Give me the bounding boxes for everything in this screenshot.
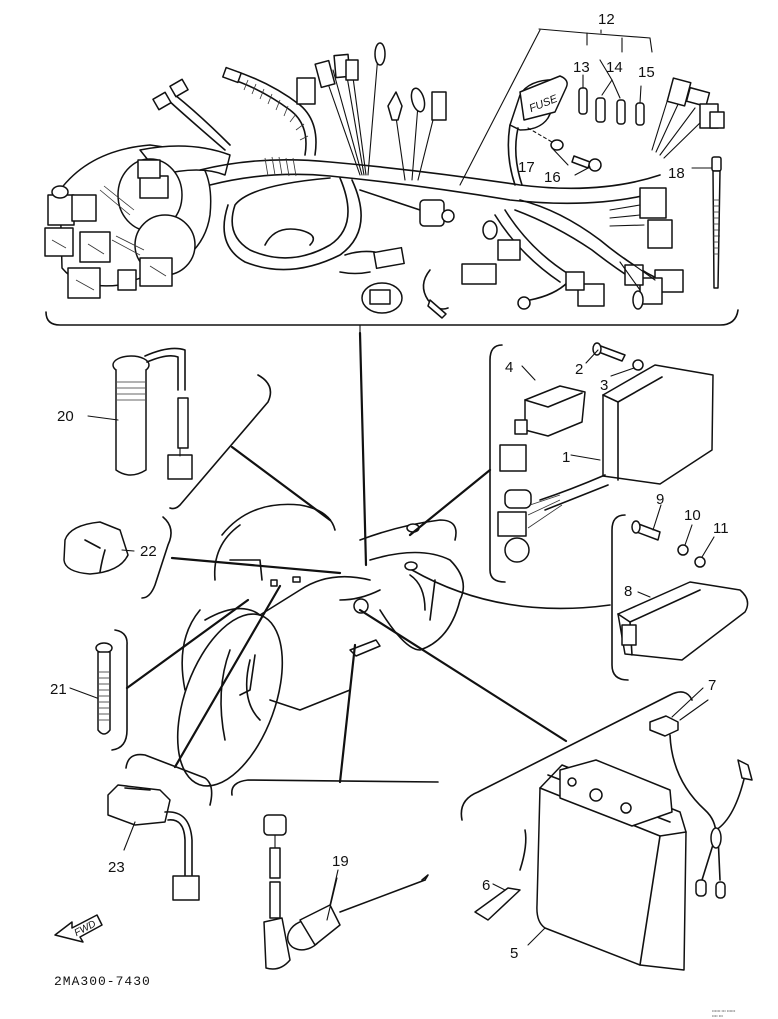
callout-15: 15 [638,64,655,81]
callout-12: 12 [598,11,615,28]
callout-13: 13 [573,59,590,76]
fwd-arrow-icon: FWD [54,914,103,943]
fine-print-line-1: •••••• ••• •••••• [712,1008,736,1013]
callout-10: 10 [684,507,701,524]
callout-17: 17 [518,159,535,176]
callout-23: 23 [108,859,125,876]
part-group-cdi [408,342,714,583]
callout-9: 9 [656,491,664,508]
part-group-battery [358,608,753,971]
callout-7: 7 [708,677,716,694]
callout-3: 3 [600,377,608,394]
part-23-sidestand-switch [107,584,282,901]
callout-11: 11 [713,520,729,537]
callout-16: 16 [544,169,561,186]
callout-1: 1 [562,449,570,466]
callout-19: 19 [332,853,349,870]
callout-labels: 12 13 14 15 17 16 18 20 22 21 23 19 4 2 … [50,11,729,962]
callout-18: 18 [668,165,685,182]
part-21-cable-band [95,598,250,751]
callout-20: 20 [57,408,74,425]
leader-harness [358,331,368,567]
fine-print-line-2: •••• ••• [712,1013,724,1018]
drawing-code: 2MA300-7430 [54,974,151,989]
fwd-label: FWD [73,919,98,939]
callout-2: 2 [575,361,583,378]
part-group-regulator [411,514,749,681]
callout-21: 21 [50,681,67,698]
callout-6: 6 [482,877,490,894]
part-20-thermo-unit [112,347,332,522]
part-19-neutral-switch [231,643,439,970]
harness-bracket [45,309,739,326]
part-22-connector-cover [63,516,342,599]
callout-8: 8 [624,583,632,600]
callout-14: 14 [606,59,623,76]
wire-harness: FUSE [44,28,739,334]
callout-5: 5 [510,945,518,962]
callout-22: 22 [140,543,157,560]
leader-lines [69,59,715,946]
callout-4: 4 [505,359,513,376]
motorcycle-outline [176,503,465,787]
